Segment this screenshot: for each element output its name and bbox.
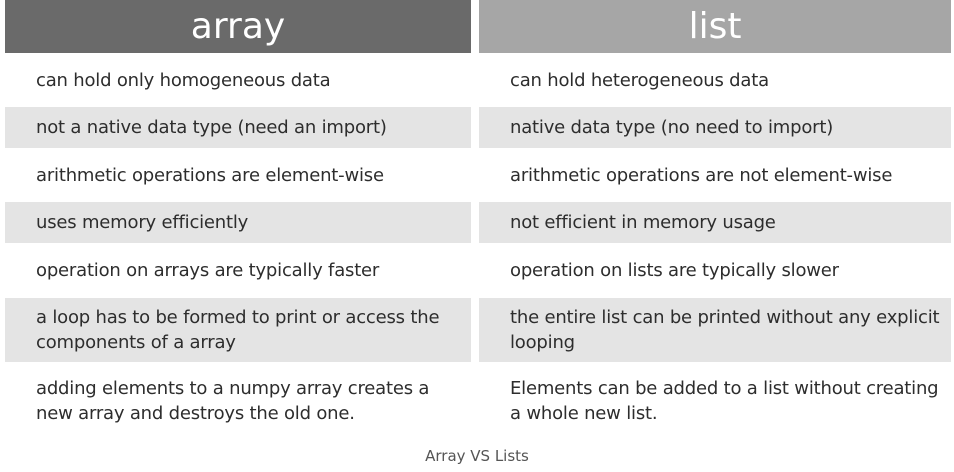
list-cell: the entire list can be printed without a…: [479, 298, 951, 362]
table-row: operation on arrays are typically faster…: [5, 250, 951, 291]
array-cell: adding elements to a numpy array creates…: [36, 378, 430, 424]
array-column-header: array: [5, 0, 471, 53]
table-row: can hold only homogeneous data can hold …: [5, 60, 951, 100]
figure-caption: Array VS Lists: [425, 447, 529, 465]
array-cell: a loop has to be formed to print or acce…: [5, 298, 471, 362]
list-cell: not efficient in memory usage: [479, 202, 951, 243]
header-row: array list: [5, 0, 951, 53]
list-cell: operation on lists are typically slower: [510, 260, 839, 281]
table-row: adding elements to a numpy array creates…: [5, 369, 951, 433]
array-cell: can hold only homogeneous data: [36, 69, 331, 91]
table-row: uses memory efficiently not efficient in…: [5, 202, 951, 243]
array-cell: operation on arrays are typically faster: [36, 260, 380, 281]
table-row: not a native data type (need an import) …: [5, 107, 951, 148]
array-cell: uses memory efficiently: [5, 202, 471, 243]
table-row: a loop has to be formed to print or acce…: [5, 298, 951, 362]
comparison-table: array list can hold only homogeneous dat…: [5, 0, 951, 433]
list-cell: Elements can be added to a list without …: [510, 378, 939, 424]
list-cell: can hold heterogeneous data: [510, 69, 769, 91]
list-column-header: list: [479, 0, 951, 53]
array-cell: not a native data type (need an import): [5, 107, 471, 148]
list-cell: native data type (no need to import): [479, 107, 951, 148]
table-row: arithmetic operations are element-wise a…: [5, 155, 951, 195]
list-cell: arithmetic operations are not element-wi…: [510, 164, 893, 186]
array-cell: arithmetic operations are element-wise: [36, 164, 384, 186]
